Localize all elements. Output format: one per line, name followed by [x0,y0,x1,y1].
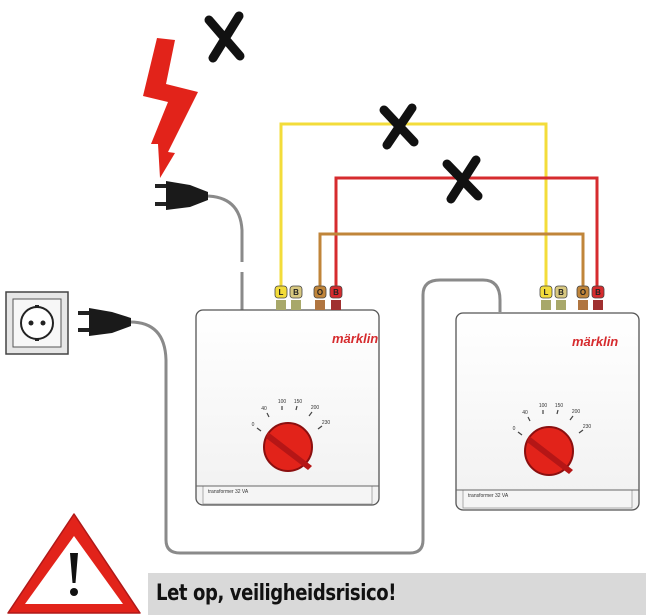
warning-banner: Let op, veiligheidsrisico! [148,573,646,615]
terminal-B2-right [591,285,605,310]
yellow-wire [279,122,548,288]
terminal-B-left [289,285,303,310]
terminal-L-left [274,285,288,310]
terminal-O-right [576,285,590,310]
terminal-label: O [317,288,323,297]
terminal-label: L [279,288,284,297]
terminal-label: B [558,288,564,297]
dial-tick-label: 100 [278,399,287,405]
model-label: transformer 32 VA [208,489,249,495]
warning-title: Let op, veiligheidsrisico! [156,581,397,606]
terminal-B2-left [329,285,343,310]
cross-mark-top [204,11,245,63]
dial-tick-label: 0 [252,422,255,428]
terminal-O-left [313,285,327,310]
dial-tick-label: 150 [294,399,303,405]
dial-tick-label: 40 [522,410,528,416]
terminal-label: O [580,288,586,297]
dial-tick-label: 200 [572,409,581,415]
dial-tick-label: 40 [261,406,267,412]
dial-tick-label: 0 [513,426,516,432]
transformer-right [455,285,640,511]
wall-socket-icon [5,291,69,355]
cross-mark-yellow [379,103,419,150]
brown-wire [318,232,585,288]
dial-tick-label: 100 [539,403,548,409]
terminal-label: B [595,288,601,297]
dial-tick-label: 230 [583,424,592,430]
terminal-label: B [293,288,299,297]
model-label: transformer 32 VA [468,493,509,499]
brand-logo: märklin [572,334,618,349]
plug-cable-right [78,278,502,555]
cross-mark-red [442,155,483,204]
terminal-B-right [554,285,568,310]
terminal-label: L [544,288,549,297]
terminal-label: B [333,288,339,297]
brand-logo: märklin [332,331,378,346]
terminal-L-right [539,285,553,310]
plug-cable-left [155,181,244,312]
warning-triangle-icon [7,513,141,614]
dial-tick-label: 150 [555,403,564,409]
dial-tick-label: 230 [322,420,331,426]
transformer-left [195,285,380,506]
lightning-icon [143,38,198,178]
dial-tick-label: 200 [311,405,320,411]
